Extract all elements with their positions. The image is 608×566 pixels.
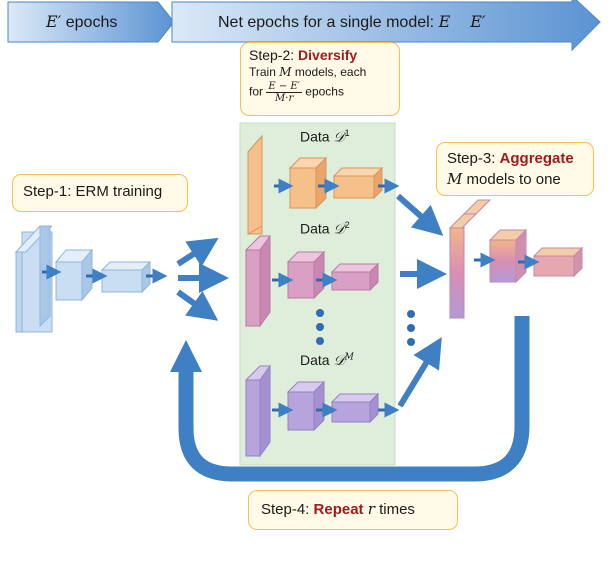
inner-arrows [42,178,540,418]
ellipsis-dots [316,309,415,346]
epochs-text: epochs [61,14,118,31]
top-arrow-left [7,1,175,43]
fanout-arrows [176,237,229,321]
aggregated-model [448,199,584,320]
model-2-pink [244,234,380,328]
e-symbol: E [438,12,451,31]
aggregate-label: Aggregate [499,150,574,167]
step2-callout: Step-2: Diversify Train M models, each f… [240,42,400,116]
step4-callout: Step-4: Repeat r times [248,490,458,530]
data-label-1: Data 𝒟1 [300,128,350,146]
step3-line2: M models to one [447,170,561,188]
top-arrow-right-label: Net epochs for a single model: E E′ [218,12,486,32]
step2-line2: Train M models, each [249,65,367,79]
repeat-loop-arrow [170,316,530,482]
repeat-label: Repeat [313,501,364,518]
step1-text: Step-1: ERM training [23,183,163,200]
top-arrow-right [171,0,601,52]
step3-title: Step-3: Aggregate [447,150,574,167]
model-1-orange [247,134,384,235]
step2-line3: for E − E′M·r epochs [249,81,344,104]
e-prime-symbol: E′ [46,12,62,31]
top-arrow-left-label: E′ epochs [46,12,117,32]
e-prime-symbol-2: E′ [470,12,486,31]
step1-callout: Step-1: ERM training [12,174,188,212]
step2-title: Step-2: Diversify [249,47,358,63]
aggregate-arrows [396,193,447,408]
r-symbol: r [367,500,375,518]
net-epochs-text: Net epochs for a single model: [218,14,439,31]
data-label-m: Data 𝒟M [300,352,354,369]
step3-callout: Step-3: Aggregate M models to one [436,142,594,196]
model-m-purple [244,364,380,458]
epochs-fraction: E − E′M·r [266,81,302,104]
erm-model [14,225,152,333]
diversify-label: Diversify [298,47,358,63]
data-label-2: Data 𝒟2 [300,220,350,238]
